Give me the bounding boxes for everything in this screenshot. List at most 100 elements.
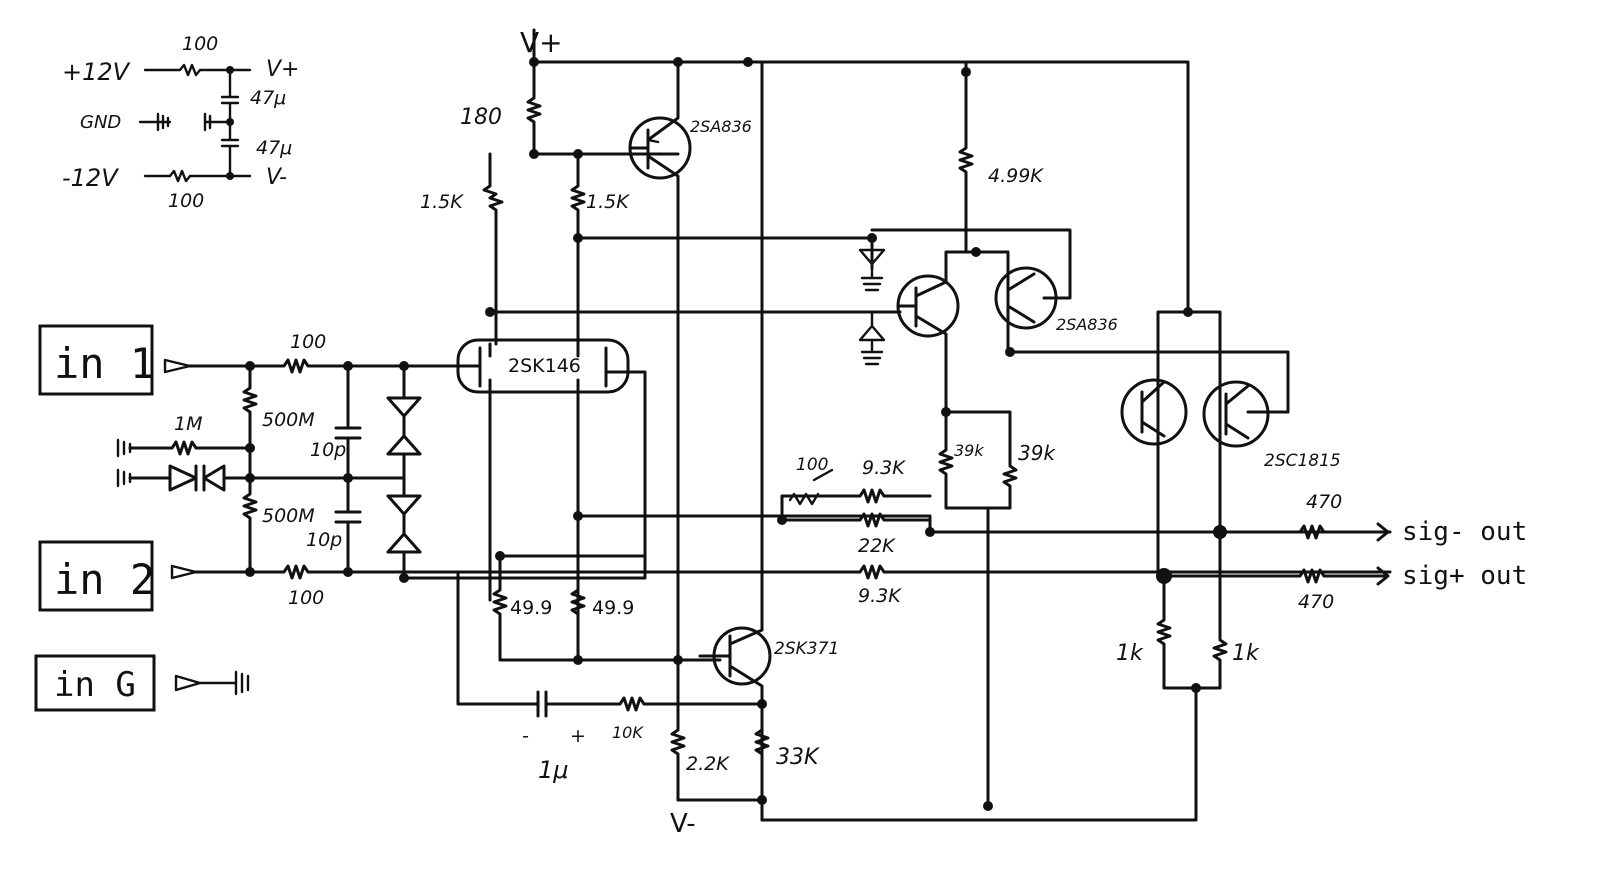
r1k-pair: [1156, 530, 1228, 690]
q-2sc1815-label: 2SC1815: [1264, 451, 1341, 471]
ground-symbol-icon: [858, 310, 886, 366]
in2-box: [38, 540, 154, 612]
trim-label: 100: [796, 455, 828, 475]
cap1-label: 10p: [310, 439, 346, 461]
r470-a-label: 470: [1306, 491, 1342, 513]
protection-zeners: [386, 364, 422, 580]
trim-and-r9_3k: [780, 488, 932, 522]
ground-symbol-icon: [116, 438, 132, 488]
ground-symbol-icon: [858, 236, 886, 292]
bias-r1-label: 500M: [262, 409, 315, 431]
ground-symbol-icon: [138, 112, 232, 132]
sig-plus-label: sig+ out: [1402, 561, 1527, 591]
r470-b-label: 470: [1298, 591, 1334, 613]
r10k-label: 10K: [612, 723, 644, 742]
psu-resistor-bottom: [143, 169, 252, 183]
psu-vplus-label: V+: [266, 57, 299, 82]
vminus-wire: [676, 686, 1198, 822]
psu-resistor-top: [143, 63, 252, 77]
gnd-label: GND: [80, 112, 121, 133]
bias-resistors: [242, 364, 258, 574]
second-stage-pair: 2SA836 39k 39k: [858, 228, 1290, 808]
psu-c2-label: 47μ: [256, 137, 292, 159]
r2_2k: [670, 638, 686, 802]
jfet-pair-2sk146: 2SK146: [402, 236, 902, 642]
jfet-pair-label: 2SK146: [508, 355, 581, 377]
power-supply-filter: +12V GND -12V 100 100 47μ 47μ V+ V-: [62, 33, 299, 212]
r499k-label: 4.99K: [988, 165, 1044, 187]
r2_2k-label: 2.2K: [686, 753, 730, 775]
vplus-wire: [532, 28, 1190, 314]
in1-arrow-icon: [163, 358, 192, 374]
vplus-rail: V+ 4.99K: [520, 26, 1190, 314]
in1-r-label: 100: [290, 331, 326, 353]
trimpot-icon: [788, 468, 834, 506]
cap2-label: 10p: [306, 529, 342, 551]
r9_3k-b-label: 9.3K: [858, 585, 902, 607]
feedback-network: 100 9.3K 22K 9.3K: [456, 455, 1392, 607]
inG-ground-icon: [174, 670, 250, 696]
in2-label: in 2: [54, 555, 155, 604]
bias-r2-label: 500M: [262, 505, 315, 527]
in2-r-label: 100: [288, 587, 324, 609]
r1k-a-label: 1k: [1116, 641, 1144, 666]
q-2sa836-top: 2SA836: [628, 60, 752, 642]
in1-label: in 1: [54, 339, 155, 388]
r1_5k-a: [482, 152, 504, 346]
c1u-label: 1μ: [538, 756, 569, 784]
r49-a-label: 49.9: [510, 597, 552, 619]
inG-label: in G: [54, 665, 136, 705]
r499k: [958, 60, 974, 254]
outputs: 470 470 sig- out sig+ out: [1162, 491, 1527, 613]
cap-minus-label: -: [522, 725, 529, 747]
r39k-a-label: 39k: [954, 441, 984, 460]
in2-arrow-icon: [170, 564, 198, 580]
r33k: [754, 698, 770, 802]
input-diode-pair: [128, 464, 252, 492]
r9_3k-b: [456, 564, 1392, 580]
r39k-b-label: 39k: [1018, 441, 1056, 465]
r1_5k-b: [570, 152, 586, 346]
input-section: in 1 in 2 in G 100 100 500M 500M 1M 10p …: [34, 324, 472, 712]
r1k-b-label: 1k: [1232, 641, 1260, 666]
r9_3k-a-label: 9.3K: [862, 457, 906, 479]
plus12v-label: +12V: [62, 58, 131, 86]
input-stage-loads: 180 1.5K 1.5K: [420, 60, 680, 346]
psu-vminus-label: V-: [266, 165, 287, 190]
vplus-rail-label: V+: [520, 26, 563, 59]
r49-a: [492, 554, 722, 662]
r22k-label: 22K: [858, 535, 896, 557]
in1-wire: [188, 358, 472, 374]
q-2sa836-top-label: 2SA836: [690, 117, 752, 136]
r39k-pair: [938, 410, 1018, 510]
minus12v-label: -12V: [62, 164, 119, 192]
in1-box: [38, 324, 154, 396]
psu-r-top-label: 100: [182, 33, 218, 55]
in2-to-jfet-wire: [402, 370, 647, 580]
r49-b: [570, 554, 586, 662]
feedback-cap-r10k: [456, 570, 764, 718]
r1_5k-a-label: 1.5K: [420, 191, 464, 213]
r1m-wire: [128, 440, 252, 456]
tail-section: 49.9 49.9 2SK371 2.2K 33K - + 10K 1μ V-: [456, 60, 1198, 839]
inG-box: [34, 654, 156, 712]
in2-wire: [194, 564, 472, 580]
r180-label: 180: [460, 105, 502, 130]
r1m-label: 1M: [174, 413, 202, 435]
out-plus-wire: [1162, 566, 1390, 586]
r180: [526, 60, 680, 156]
psu-r-bottom-label: 100: [168, 190, 204, 212]
psu-c1-label: 47μ: [250, 87, 286, 109]
sig-minus-label: sig- out: [1402, 517, 1527, 547]
vminus-rail-label: V-: [670, 809, 696, 839]
r22k: [780, 512, 1392, 534]
output-stage: 2SC1815 1k 1k: [1116, 307, 1341, 693]
r49-b-label: 49.9: [592, 597, 634, 619]
q-2sk371-label: 2SK371: [774, 639, 839, 659]
r1_5k-b-label: 1.5K: [586, 191, 630, 213]
r33k-label: 33K: [776, 745, 820, 770]
out-minus-wire: [1218, 522, 1390, 542]
cap-plus-label: +: [570, 725, 586, 747]
